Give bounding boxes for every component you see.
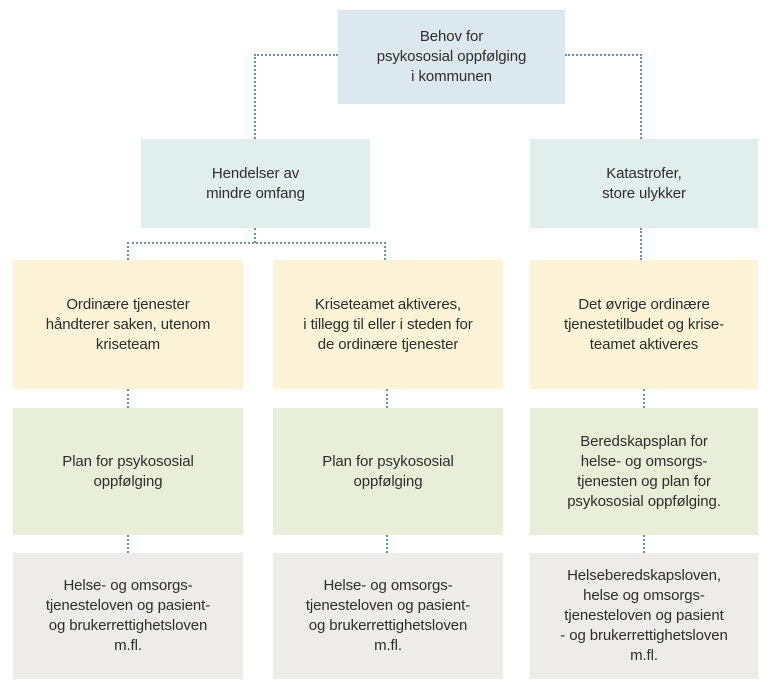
node-plan-right: Beredskapsplan for helse- og omsorgs- tj… <box>530 408 758 535</box>
node-response-ordinary-label: Ordinære tjenester håndterer saken, uten… <box>45 295 211 353</box>
node-need-label: Behov for psykososial oppfølging i kommu… <box>376 28 527 85</box>
node-law-middle-label: Helse- og omsorgs- tjenesteloven og pasi… <box>305 577 471 654</box>
connector-response-full-to-plan <box>643 389 645 408</box>
connector-plan-left-to-law <box>127 535 129 553</box>
connector-major-event-to-response-full <box>640 228 642 260</box>
connector-minor-event-stem <box>254 228 256 243</box>
node-plan-middle-label: Plan for psykososial oppfølging <box>322 452 454 490</box>
node-response-crisis-team: Kriseteamet aktiveres, i tillegg til ell… <box>273 260 503 389</box>
node-law-middle: Helse- og omsorgs- tjenesteloven og pasi… <box>273 553 503 679</box>
connector-minor-event-branch <box>127 242 386 244</box>
node-major-event: Katastrofer, store ulykker <box>530 139 758 228</box>
node-law-left: Helse- og omsorgs- tjenesteloven og pasi… <box>13 553 243 679</box>
node-response-ordinary: Ordinære tjenester håndterer saken, uten… <box>13 260 243 389</box>
node-plan-right-label: Beredskapsplan for helse- og omsorgs- tj… <box>567 432 721 510</box>
node-law-left-label: Helse- og omsorgs- tjenesteloven og pasi… <box>45 577 211 654</box>
node-response-crisis-team-label: Kriseteamet aktiveres, i tillegg til ell… <box>303 295 473 353</box>
connector-plan-middle-to-law <box>386 535 388 553</box>
connector-response-ordinary-to-plan <box>127 389 129 408</box>
connector-need-left-horizontal <box>254 54 338 56</box>
node-minor-event-label: Hendelser av mindre omfang <box>206 164 305 202</box>
connector-branch-to-response-ordinary <box>127 242 129 260</box>
node-response-full: Det øvrige ordinære tjenestetilbudet og … <box>530 260 758 389</box>
connector-need-to-minor-event <box>254 54 256 139</box>
connector-need-to-major-event <box>640 54 642 139</box>
node-law-right-label: Helseberedskapsloven, helse og omsorgs- … <box>560 567 728 664</box>
node-response-full-label: Det øvrige ordinære tjenestetilbudet og … <box>564 295 724 353</box>
node-need: Behov for psykososial oppfølging i kommu… <box>338 10 565 104</box>
connector-branch-to-response-crisis-team <box>384 242 386 260</box>
node-minor-event: Hendelser av mindre omfang <box>141 139 370 228</box>
connector-response-crisis-team-to-plan <box>386 389 388 408</box>
connector-plan-right-to-law <box>643 535 645 553</box>
node-plan-left: Plan for psykososial oppfølging <box>13 408 243 535</box>
node-law-right: Helseberedskapsloven, helse og omsorgs- … <box>530 553 758 679</box>
node-plan-middle: Plan for psykososial oppfølging <box>273 408 503 535</box>
node-major-event-label: Katastrofer, store ulykker <box>602 164 686 202</box>
connector-need-right-horizontal <box>565 54 642 56</box>
node-plan-left-label: Plan for psykososial oppfølging <box>62 452 194 490</box>
